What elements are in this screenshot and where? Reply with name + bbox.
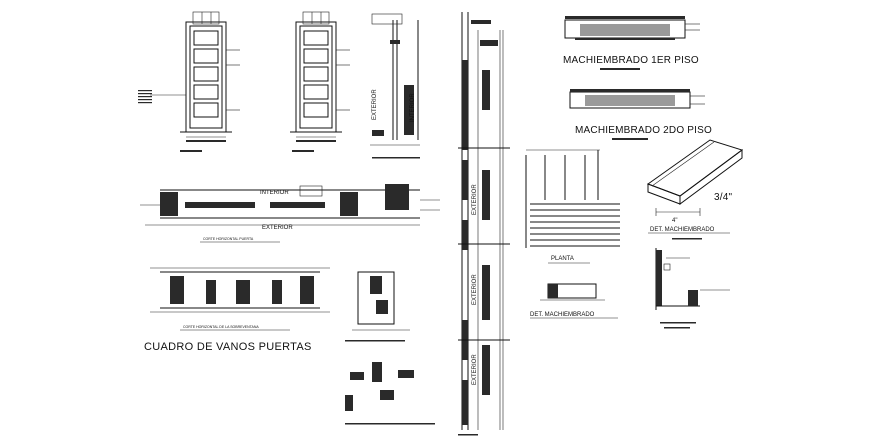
vertical-section-detail: EXTERIOR INTERIOR bbox=[370, 13, 420, 159]
small-detail-joint bbox=[345, 362, 435, 425]
vertical-label-exterior-3: EXTERIOR bbox=[472, 274, 478, 305]
vertical-label-exterior-1: EXTERIOR bbox=[372, 89, 378, 120]
door-elevation-1 bbox=[138, 11, 240, 152]
wall-corner-detail bbox=[655, 248, 730, 329]
label-interior: INTERIOR bbox=[260, 190, 289, 196]
caption-corte-horizontal-puerta: CORTE HORIZONTAL PUERTA bbox=[203, 237, 254, 241]
door-elevation-2 bbox=[290, 11, 350, 152]
dimension-3-4: 3/4" bbox=[714, 192, 733, 203]
sheet-title: CUADRO DE VANOS PUERTAS bbox=[144, 341, 312, 353]
vertical-label-exterior-4: EXTERIOR bbox=[472, 354, 478, 385]
isometric-board: 3/4" 4" DET. MACHIEMBRADO bbox=[646, 139, 744, 240]
floor-detail-2do-piso: MACHIEMBRADO 2DO PISO bbox=[569, 89, 712, 140]
label-machiembrado-1er-piso: MACHIEMBRADO 1ER PISO bbox=[563, 55, 699, 66]
label-det-machiembrado-b: DET. MACHIEMBRADO bbox=[650, 227, 715, 233]
small-detail-anchor bbox=[345, 271, 410, 342]
horizontal-section-door: INTERIOR EXTERIOR CORTE HORIZONTAL PUERT… bbox=[140, 184, 440, 243]
dimension-4: 4" bbox=[672, 218, 677, 224]
horizontal-section-sobreventana: CORTE HORIZONTAL DE LA SOBREVENTANA bbox=[150, 267, 330, 331]
caption-corte-horizontal-sobreventana: CORTE HORIZONTAL DE LA SOBREVENTANA bbox=[183, 325, 259, 329]
plan-detail: PLANTA bbox=[525, 149, 620, 264]
vertical-label-interior-1: INTERIOR bbox=[410, 93, 416, 122]
label-machiembrado-2do-piso: MACHIEMBRADO 2DO PISO bbox=[575, 125, 712, 136]
label-planta: PLANTA bbox=[551, 256, 574, 262]
det-machiembrado-small: DET. MACHIEMBRADO bbox=[530, 283, 618, 319]
floor-detail-1er-piso: MACHIEMBRADO 1ER PISO bbox=[563, 16, 700, 70]
vertical-label-exterior-2: EXTERIOR bbox=[472, 184, 478, 215]
label-exterior: EXTERIOR bbox=[262, 225, 293, 231]
label-det-machiembrado-a: DET. MACHIEMBRADO bbox=[530, 312, 595, 318]
tall-wall-section: EXTERIOR EXTERIOR EXTERIOR bbox=[458, 12, 510, 436]
